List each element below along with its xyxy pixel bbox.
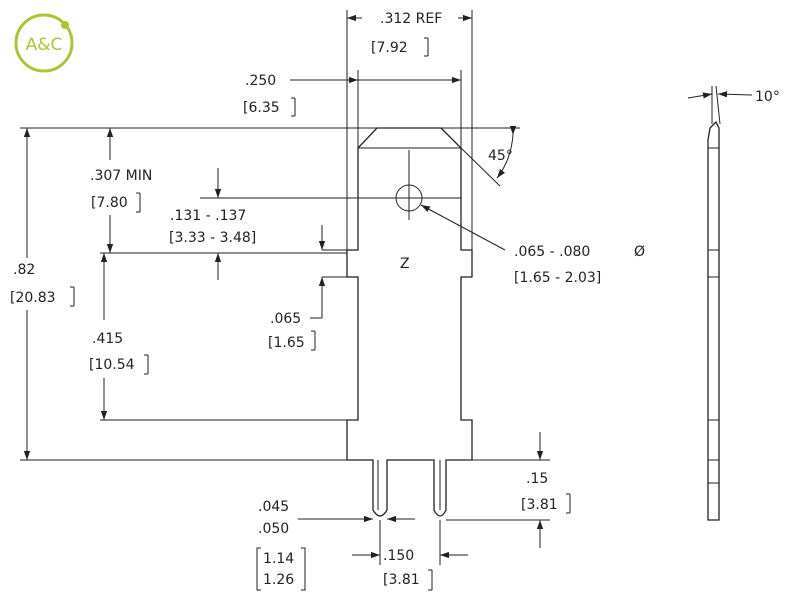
hole-position-in: .131 - .137 [170,208,246,224]
mounting-hole: Z [200,150,461,272]
company-logo: A&C [14,13,74,73]
notch-dimension: .065 [1.65 [268,225,347,351]
logo-dot [61,21,69,29]
total-length-mm: [20.83 [10,290,56,306]
hole-diameter-dimension: .065 - .080 Ø [1.65 - 2.03] [420,204,645,286]
chamfer-angle: 45° [488,148,513,164]
pin-width-dimension: .045 .050 1.14 1.26 [256,499,415,591]
section-length-mm: [10.54 [89,357,135,373]
pin-width-mm-2: 1.26 [263,572,294,588]
total-length-dimension: .82 [20.83 [10,127,377,461]
logo-ring [14,13,74,73]
section-length-dimension: .415 [10.54 [89,253,347,421]
min-length-in: .307 MIN [90,168,152,184]
body-width-in: .250 [245,73,276,89]
pin-spacing-dimension: .150 [3.81 [352,520,468,591]
pin-width-mm-1: 1.14 [263,551,294,567]
notch-in: .065 [270,311,301,327]
min-length-mm: [7.80 [91,195,128,211]
body-width-dimension: .250 [6.35 [243,73,461,117]
pin-spacing-in: .150 [383,548,414,564]
chamfer-angle-dimension: 45° [441,126,520,187]
hole-diameter-mm: [1.65 - 2.03] [514,270,601,286]
pin-width-in-1: .045 [258,499,289,515]
section-length-in: .415 [92,331,123,347]
side-angle: 10° [755,89,780,105]
terminal-body [346,127,473,517]
side-view-outline [707,120,720,521]
notch-mm: [1.65 [268,335,305,351]
pin-length-mm: [3.81 [521,497,558,513]
overall-width-mm: [7.92 [371,40,408,56]
hole-diameter-symbol: Ø [634,244,645,260]
hole-label: Z [400,256,410,272]
logo-text: A&C [26,35,63,55]
hole-position-mm: [3.33 - 3.48] [169,230,256,246]
side-view: 10° [687,85,780,521]
body-width-mm: [6.35 [243,100,280,116]
hole-position-dimension: .131 - .137 [3.33 - 3.48] [100,168,347,280]
pin-spacing-mm: [3.81 [383,572,420,588]
pin-length-dimension: .15 [3.81 [446,432,571,548]
overall-width-dimension: .312 REF [7.92 [346,10,473,250]
min-length-dimension: .307 MIN [7.80 [90,128,152,253]
hole-diameter-in: .065 - .080 [514,244,590,260]
terminal-part-outline [346,70,473,517]
overall-width-in: .312 REF [380,11,442,27]
pin-width-in-2: .050 [258,521,289,537]
pin-length-in: .15 [526,471,548,487]
total-length-in: .82 [13,262,35,278]
